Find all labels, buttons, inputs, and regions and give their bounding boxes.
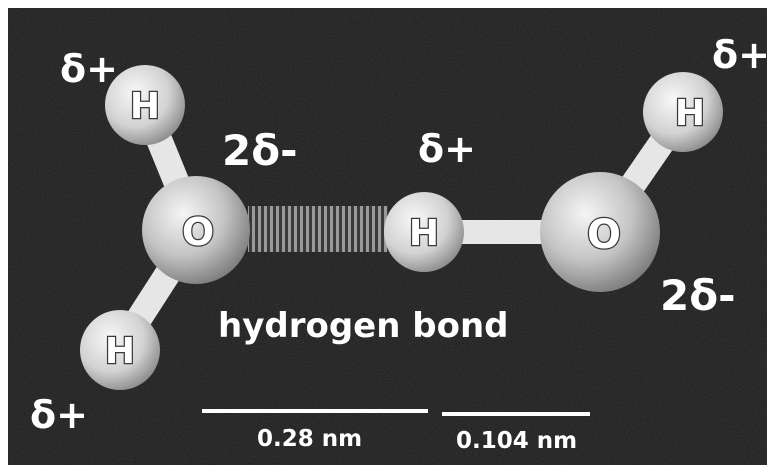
charge-h-bottom-left: δ+ (30, 393, 88, 437)
hydrogen-atom-bottom-left (80, 310, 160, 390)
hydrogen-bond-label: hydrogen bond (218, 306, 509, 346)
charge-h-middle: δ+ (418, 127, 476, 171)
charge-h-top-left: δ+ (60, 47, 118, 91)
hydrogen-atom-top-right (643, 72, 723, 152)
atom-label-h-middle: H (409, 213, 439, 254)
hydrogen-atom-middle (384, 192, 464, 272)
oxygen-atom-left (142, 176, 250, 284)
oxygen-atom-right (540, 172, 660, 292)
atom-label-h-top-right: H (675, 93, 705, 134)
charge-o-left: 2δ- (222, 126, 298, 175)
hydrogen-bond-band (248, 206, 388, 252)
atom-label-h-bottom-left: H (105, 331, 135, 372)
charge-h-top-right: δ+ (712, 33, 770, 77)
charge-o-right: 2δ- (660, 271, 736, 320)
atom-label-h-top-left: H (130, 86, 160, 127)
atom-label-o-right: O (587, 212, 621, 258)
hydrogen-atom-top-left (105, 65, 185, 145)
distance-label-covalent-bond: 0.104 nm (456, 428, 577, 454)
atom-label-o-left: O (182, 210, 214, 254)
distance-label-hydrogen-bond: 0.28 nm (257, 426, 362, 452)
